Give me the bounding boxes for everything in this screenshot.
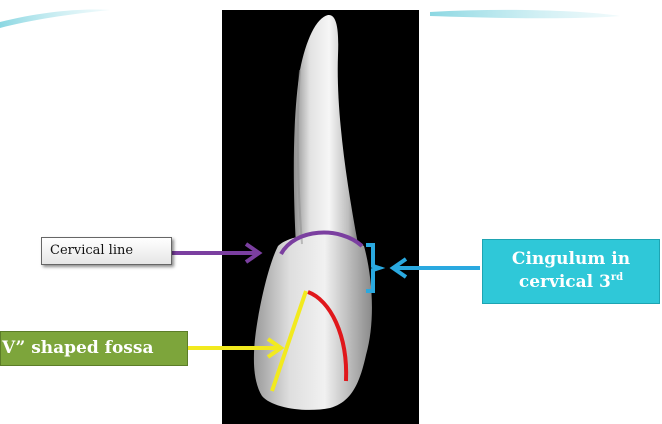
cingulum-label: Cingulum in cervical 3rd: [482, 239, 660, 304]
cingulum-label-line2: cervical 3rd: [483, 271, 659, 294]
cingulum-label-superscript: rd: [611, 272, 623, 283]
cingulum-label-line1: Cingulum in: [483, 248, 659, 271]
cervical-line-label: Cervical line: [41, 237, 172, 265]
fossa-label: V” shaped fossa: [0, 331, 188, 366]
cingulum-label-line2-text: cervical 3: [519, 272, 611, 292]
decorative-swoosh-right: [430, 10, 620, 18]
decorative-swoosh-left: [0, 10, 110, 29]
